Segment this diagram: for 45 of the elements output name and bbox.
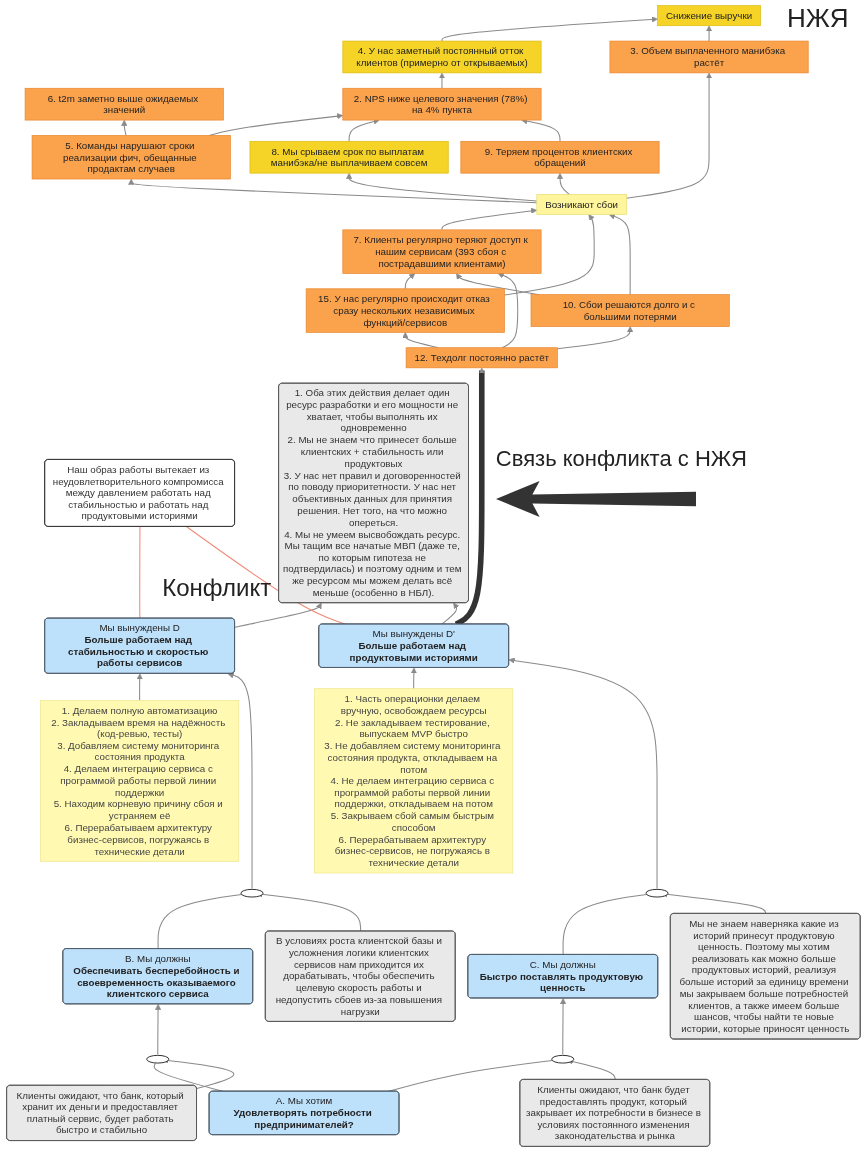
arrow — [438, 72, 446, 89]
arrow — [234, 602, 322, 628]
node-box: 7. Клиенты регулярно теряют доступ к нашим сервисам (393 сбоя с пострадавшими клиентами) — [342, 229, 542, 274]
arrow — [155, 1003, 162, 1055]
arrow — [557, 326, 634, 350]
arrow — [136, 673, 143, 701]
arrow — [128, 178, 538, 204]
arrow — [504, 214, 595, 296]
connector — [139, 526, 141, 619]
node-box: 1. Часть операционки делаем вручную, освобождаем ресурсы 2. Не закладываем тестирование, выпускаем MVP быстро 3. Не добавляем систему мониторинга состояния продукта, откладываем на потом 4. Не делаем интеграцию сервиса с программой работы первой линии поддержки, откладываем на потом 5. Закрываем сбой самым быстрым способом 6. Перерабатываем архитектуру бизнес-сервисов, не погружаясь в технические детали — [314, 688, 514, 874]
arrow — [557, 172, 570, 195]
annotation-text: Связь конфликта с НЖЯ — [495, 446, 747, 471]
node-ellipse — [146, 1054, 170, 1064]
arrow — [441, 207, 538, 231]
node-box: Снижение выручки — [657, 5, 761, 27]
arrow — [346, 172, 538, 202]
node-ellipse — [240, 888, 264, 898]
arrow — [706, 25, 713, 42]
node-box: Возникают сбои — [536, 194, 627, 215]
node-box: 9. Теряем процентов клиентских обращений — [460, 140, 660, 174]
arrow — [441, 16, 658, 42]
annotation-text: НЖЯ — [787, 4, 849, 33]
arrow — [625, 72, 713, 199]
node-box: 8. Мы срываем срок по выплатам манибэка/не выплачиваем совсем — [249, 140, 449, 174]
node-box: 6. t2m заметно выше ожидаемых значений — [24, 87, 224, 121]
node-box: 4. У нас заметный постоянный отток клиентов (примерно от открываемых) — [342, 40, 542, 74]
annotation-text: Конфликт — [162, 575, 272, 602]
arrow — [508, 657, 658, 889]
node-ellipse — [645, 888, 669, 898]
arrow — [410, 667, 418, 690]
arrow — [121, 119, 128, 136]
node-box: 12. Техдолг постоянно растёт — [405, 347, 558, 369]
node-box: 15. У нас регулярно происходит отказ сразу нескольких независимых функций/сервисов — [305, 288, 505, 333]
node-box: 2. NPS ниже целевого значения (78%) на 4% пункта — [342, 87, 542, 121]
arrow — [227, 672, 253, 889]
arrow — [497, 272, 519, 349]
arrow — [404, 273, 416, 290]
node-box: 3. Объем выплаченного манибэка растёт — [609, 40, 809, 74]
node-box: 5. Команды нарушают сроки реализации фич, обещанные продактам случаев — [31, 135, 231, 180]
node-box: 10. Сбои решаются долго и с большими потерями — [530, 294, 730, 327]
arrow — [560, 998, 567, 1055]
node-box: 1. Делаем полную автоматизацию 2. Закладываем время на надёжность (код-ревью, тесты) 3. Добавляем систему мониторинга состояния продукта 4. Делаем интеграцию сервиса с программой работы первой линии поддержки 5. Находим корневую причину сбоя и устраняем её 6. Перерабатываем архитектуру бизнес-сервисов, погружаясь в технические детали — [40, 700, 240, 862]
node-ellipse — [551, 1054, 575, 1064]
arrow — [441, 602, 460, 625]
arrow — [608, 213, 631, 296]
